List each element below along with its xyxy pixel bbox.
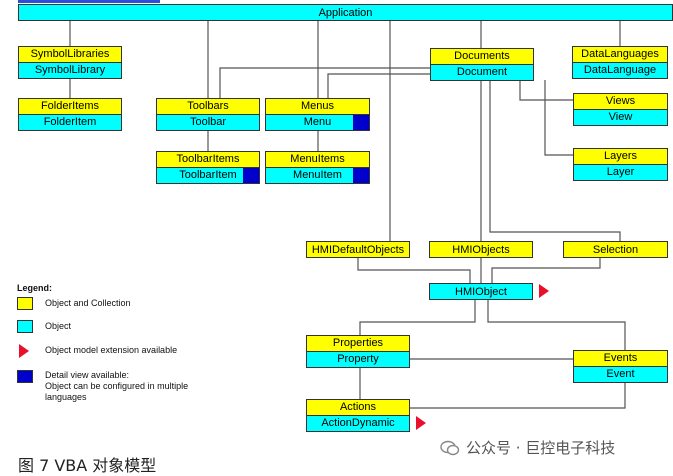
legend: Legend: Object and Collection Object Obj… <box>17 283 188 402</box>
document-label: Document <box>431 65 533 80</box>
actions-label: Actions <box>307 400 409 416</box>
detail-view-marker <box>353 115 369 130</box>
menus-label: Menus <box>266 99 369 115</box>
legend-label-extension: Object model extension available <box>45 345 178 355</box>
hmi-object-extension-arrow <box>539 284 549 298</box>
action-dynamic-label: ActionDynamic <box>307 416 409 431</box>
folder-item-label: FolderItem <box>19 115 121 130</box>
legend-swatch-yellow <box>17 297 33 310</box>
selection-label: Selection <box>592 244 639 256</box>
events-label: Events <box>574 351 667 367</box>
data-languages-node: DataLanguages DataLanguage <box>572 46 668 79</box>
hmi-default-objects-label: HMIDefaultObjects <box>311 244 405 256</box>
symbol-library-label: SymbolLibrary <box>19 63 121 78</box>
menu-items-label: MenuItems <box>266 152 369 168</box>
toolbar-items-node: ToolbarItems ToolbarItem <box>156 151 260 184</box>
toolbar-item-label: ToolbarItem <box>179 169 237 181</box>
legend-swatch-blue <box>17 370 33 383</box>
documents-node: Documents Document <box>430 48 534 81</box>
legend-detail-line3: languages <box>45 392 87 402</box>
detail-view-marker <box>353 168 369 183</box>
actions-node: Actions ActionDynamic <box>306 399 410 432</box>
event-label: Event <box>574 367 667 382</box>
toolbar-items-label: ToolbarItems <box>157 152 259 168</box>
symbol-libraries-node: SymbolLibraries SymbolLibrary <box>18 46 122 79</box>
menu-label-row: Menu <box>266 115 369 130</box>
hmi-object-label: HMIObject <box>455 286 507 298</box>
hmi-default-objects-node: HMIDefaultObjects <box>306 241 410 258</box>
toolbar-item-label-row: ToolbarItem <box>157 168 259 183</box>
view-label: View <box>574 110 667 125</box>
legend-swatch-cyan <box>17 320 33 333</box>
legend-label-object: Object <box>45 321 72 331</box>
layers-node: Layers Layer <box>573 148 668 181</box>
legend-detail-line1: Detail view available: <box>45 370 130 380</box>
layer-label: Layer <box>574 165 667 180</box>
layers-label: Layers <box>574 149 667 165</box>
menu-item-label: MenuItem <box>293 169 342 181</box>
documents-label: Documents <box>431 49 533 65</box>
folder-items-node: FolderItems FolderItem <box>18 98 122 131</box>
top-accent-bar <box>18 0 160 3</box>
legend-label-detail: Detail view available: Object can be con… <box>45 370 188 403</box>
figure-caption: 图 7 VBA 对象模型 <box>18 456 157 475</box>
hmi-objects-label: HMIObjects <box>452 244 510 256</box>
legend-detail-line2: Object can be configured in multiple <box>45 381 189 391</box>
toolbars-node: Toolbars Toolbar <box>156 98 260 131</box>
toolbar-label: Toolbar <box>157 115 259 130</box>
watermark-text: 公众号 · 巨控电子科技 <box>466 439 616 457</box>
menu-item-label-row: MenuItem <box>266 168 369 183</box>
menu-items-node: MenuItems MenuItem <box>265 151 370 184</box>
toolbars-label: Toolbars <box>157 99 259 115</box>
events-node: Events Event <box>573 350 668 383</box>
properties-node: Properties Property <box>306 335 410 368</box>
folder-items-label: FolderItems <box>19 99 121 115</box>
selection-node: Selection <box>563 241 668 258</box>
properties-label: Properties <box>307 336 409 352</box>
application-node: Application <box>18 4 673 21</box>
menus-node: Menus Menu <box>265 98 370 131</box>
hmi-object-node: HMIObject <box>429 283 533 300</box>
data-language-label: DataLanguage <box>573 63 667 78</box>
menu-label: Menu <box>303 116 332 128</box>
detail-view-marker <box>243 168 259 183</box>
action-dynamic-extension-arrow <box>416 416 426 430</box>
property-label: Property <box>307 352 409 367</box>
application-label: Application <box>318 7 373 19</box>
hmi-objects-node: HMIObjects <box>429 241 533 258</box>
symbol-libraries-label: SymbolLibraries <box>19 47 121 63</box>
legend-red-arrow-icon <box>19 344 29 358</box>
watermark: 公众号 · 巨控电子科技 <box>440 437 615 458</box>
legend-label-collection: Object and Collection <box>45 298 131 308</box>
views-label: Views <box>574 94 667 110</box>
data-languages-label: DataLanguages <box>573 47 667 63</box>
wechat-icon <box>440 440 460 455</box>
views-node: Views View <box>573 93 668 126</box>
legend-title: Legend: <box>17 283 52 293</box>
